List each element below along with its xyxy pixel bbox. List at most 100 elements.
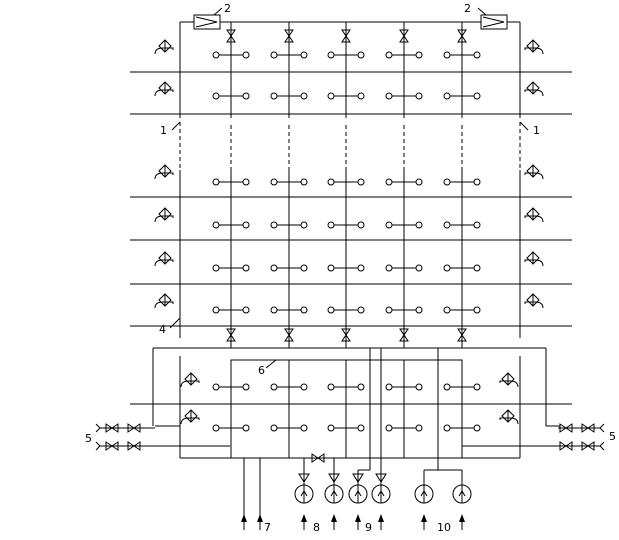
sprinkler-head-icon <box>270 178 278 186</box>
leader-lines <box>169 7 529 369</box>
sprinkler-icon <box>180 372 200 388</box>
sprinkler-head-icon <box>357 51 365 59</box>
sprinkler-icon <box>524 251 544 267</box>
sprinkler-head-icon <box>327 383 335 391</box>
sprinkler-head-icon <box>212 51 220 59</box>
sprinkler-head-icon <box>270 221 278 229</box>
callout-8: 8 <box>313 521 320 534</box>
sprinkler-head-icon <box>327 306 335 314</box>
sprinkler-head-icon <box>415 424 423 432</box>
sprinkler-head-icon <box>212 178 220 186</box>
callout-9: 9 <box>365 521 372 534</box>
pump-icon <box>324 484 344 504</box>
callout-5-right: 5 <box>609 430 616 443</box>
sprinkler-head-icon <box>327 264 335 272</box>
sprinkler-head-icon <box>357 92 365 100</box>
pump-icon <box>348 484 368 504</box>
sprinkler-icon <box>154 81 174 97</box>
arrow-up-icon <box>300 513 308 531</box>
sprinkler-head-icon <box>357 221 365 229</box>
callout-7: 7 <box>264 521 271 534</box>
sprinkler-head-icon <box>385 264 393 272</box>
sprinkler-icon <box>154 164 174 180</box>
sprinkler-head-icon <box>357 424 365 432</box>
sprinkler-head-icon <box>443 264 451 272</box>
sprinkler-head-icon <box>242 51 250 59</box>
pump-station <box>240 453 472 531</box>
sprinkler-icon <box>524 164 544 180</box>
callout-1-right: 1 <box>533 124 540 137</box>
sprinkler-head-icon <box>473 264 481 272</box>
sprinkler-head-icon <box>385 51 393 59</box>
sprinkler-head-icon <box>270 264 278 272</box>
sprinkler-head-icon <box>473 51 481 59</box>
floor-slabs <box>130 71 572 405</box>
callout-10: 10 <box>437 521 451 534</box>
sprinkler-head-icon <box>443 306 451 314</box>
sprinkler-head-icon <box>415 178 423 186</box>
arrow-up-icon <box>354 513 362 531</box>
sprinkler-head-icon <box>242 424 250 432</box>
sprinkler-head-icon <box>212 221 220 229</box>
sprinkler-head-icon <box>300 383 308 391</box>
sprinkler-head-icon <box>270 92 278 100</box>
sprinkler-icon <box>154 207 174 223</box>
arrow-up-icon <box>330 513 338 531</box>
arrow-up-icon <box>240 513 248 531</box>
sprinkler-head-icon <box>443 178 451 186</box>
arrow-up-icon <box>377 513 385 531</box>
basement-ring-main <box>152 347 560 480</box>
sprinkler-head-icon <box>443 424 451 432</box>
callout-4: 4 <box>159 323 166 336</box>
arrow-up-icon <box>256 513 264 531</box>
callout-5-left: 5 <box>85 432 92 445</box>
sprinkler-icon <box>180 409 200 425</box>
sprinkler-head-icon <box>242 92 250 100</box>
sprinkler-head-icon <box>242 221 250 229</box>
callout-2-left: 2 <box>224 2 231 15</box>
sprinkler-head-icon <box>415 264 423 272</box>
sprinkler-head-icon <box>443 51 451 59</box>
sprinkler-head-icon <box>270 424 278 432</box>
sprinkler-head-icon <box>385 221 393 229</box>
sprinkler-head-icon <box>300 306 308 314</box>
sprinkler-head-icon <box>300 178 308 186</box>
sprinkler-head-icon <box>327 92 335 100</box>
arrow-up-icon <box>420 513 428 531</box>
sprinkler-head-icon <box>415 306 423 314</box>
sprinkler-head-icon <box>242 178 250 186</box>
sprinkler-head-icon <box>385 178 393 186</box>
callout-2-right: 2 <box>464 2 471 15</box>
sprinkler-head-icon <box>212 306 220 314</box>
sprinkler-head-icon <box>327 51 335 59</box>
sprinkler-head-icon <box>473 178 481 186</box>
callout-labels: 1 1 2 2 4 5 5 6 7 8 9 10 <box>85 2 616 534</box>
sprinkler-head-icon <box>443 383 451 391</box>
sprinkler-head-icon <box>327 178 335 186</box>
sprinkler-head-icon <box>415 221 423 229</box>
sprinkler-head-icon <box>473 424 481 432</box>
branch-lines <box>212 51 481 432</box>
callout-6: 6 <box>258 364 265 377</box>
sprinkler-head-icon <box>212 424 220 432</box>
sprinkler-head-icon <box>385 383 393 391</box>
sprinkler-head-icon <box>357 383 365 391</box>
pump-icon <box>452 484 472 504</box>
sprinkler-head-icon <box>443 221 451 229</box>
sprinkler-head-icon <box>357 306 365 314</box>
arrow-up-icon <box>458 513 466 531</box>
sprinkler-head-icon <box>473 92 481 100</box>
sprinkler-icon <box>154 251 174 267</box>
sprinkler-head-icon <box>473 221 481 229</box>
sprinkler-head-icon <box>415 51 423 59</box>
sprinkler-icon <box>499 372 519 388</box>
sprinkler-head-icon <box>357 178 365 186</box>
sprinkler-head-icon <box>415 92 423 100</box>
sprinkler-head-icon <box>242 306 250 314</box>
callout-1-left: 1 <box>160 124 167 137</box>
sprinkler-head-icon <box>212 264 220 272</box>
sprinkler-head-icon <box>327 221 335 229</box>
sprinkler-icon <box>499 409 519 425</box>
sprinkler-head-icon <box>300 424 308 432</box>
